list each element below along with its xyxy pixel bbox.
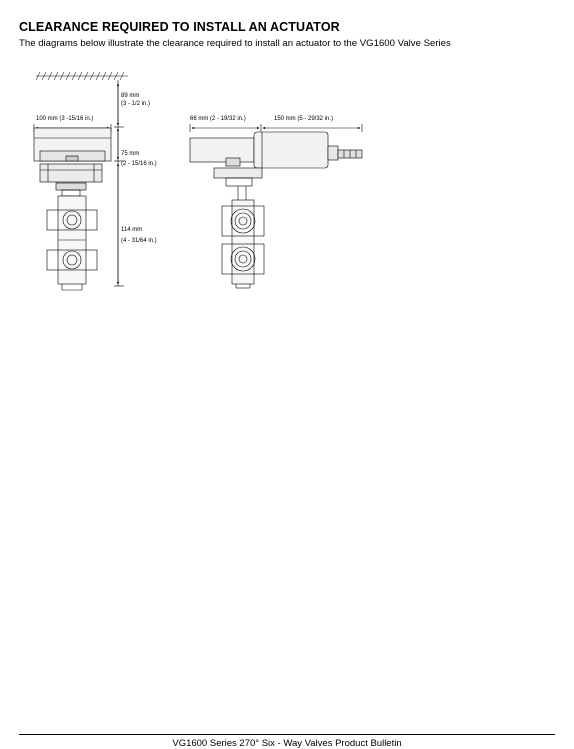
- front-width-label: 100 mm (3 -15/16 in.): [36, 116, 93, 122]
- section-intro: The diagrams below illustrate the cleara…: [19, 38, 451, 49]
- footer-title: VG1600 Series 270° Six - Way Valves Prod…: [172, 738, 402, 749]
- front-valve-height-mm: 114 mm: [121, 227, 142, 233]
- clearance-diagram: 89 mm (3 - 1/2 in.) 100 mm (3 -15/16 in.…: [33, 71, 363, 291]
- side-right-dim-label: 150 mm (5 - 29/32 in.): [274, 116, 333, 122]
- front-top-clearance-mm: 89 mm: [121, 93, 139, 99]
- front-actuator-height-mm: 75 mm: [121, 151, 139, 157]
- front-top-clearance-in: (3 - 1/2 in.): [121, 101, 150, 107]
- front-actuator-height-in: (2 - 15/16 in.): [121, 161, 157, 167]
- side-left-dim-label: 66 mm (2 - 19/32 in.): [190, 116, 246, 122]
- front-valve-height-in: (4 - 31/64 in.): [121, 238, 157, 244]
- side-view-drawing: [189, 124, 363, 289]
- section-heading: CLEARANCE REQUIRED TO INSTALL AN ACTUATO…: [19, 20, 340, 34]
- footer-divider: [19, 734, 555, 735]
- front-view-drawing: [33, 71, 128, 291]
